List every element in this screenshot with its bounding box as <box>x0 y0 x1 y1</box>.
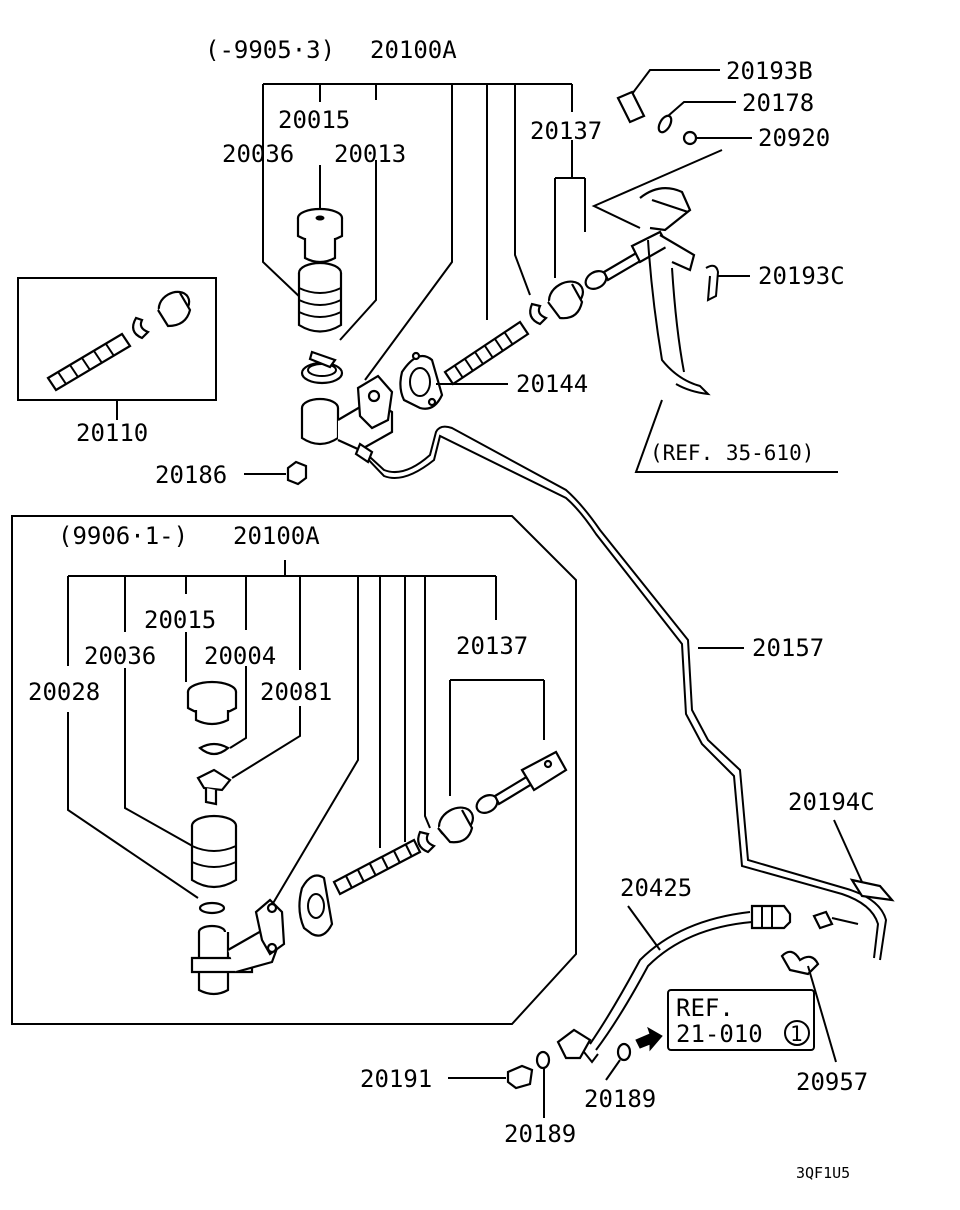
lower-assembly-number: 20100A <box>233 522 320 550</box>
lower-oring-icon <box>198 901 226 915</box>
reservoir-icon <box>297 261 343 333</box>
clutch-pedal-icon <box>639 187 711 396</box>
gasket-b-icon <box>616 1042 632 1062</box>
reservoir-cap-icon <box>296 207 344 264</box>
hose-bracket-label: 20957 <box>796 1068 868 1096</box>
diagram-code: 3QF1U5 <box>796 1164 850 1182</box>
lower-reservoir-icon <box>190 814 238 889</box>
hose-20425-icon <box>556 904 792 1064</box>
tube-20157-inner <box>363 434 880 959</box>
bolt-icon <box>506 1064 534 1090</box>
lower-oring-label: 20028 <box>28 678 100 706</box>
lower-clip-icon <box>196 768 232 806</box>
upper-leader-lines <box>262 83 573 381</box>
bolt-label: 20191 <box>360 1065 432 1093</box>
hose-ref-circle-number: 1 <box>790 1022 803 1046</box>
gasket-b-label: 20189 <box>584 1085 656 1113</box>
lower-clip-label: 20081 <box>260 678 332 706</box>
lower-reservoir-cap-icon <box>186 680 238 726</box>
boot-icon <box>547 280 584 320</box>
hose-bracket-icon <box>780 950 820 976</box>
lower-assembly-frame <box>11 515 577 1025</box>
gasket-icon <box>399 351 444 410</box>
nut-label: 20186 <box>155 461 227 489</box>
upper-assembly-number: 20100A <box>370 36 457 64</box>
upper-clamp-label: 20013 <box>334 140 406 168</box>
kit-piston-icon <box>46 332 132 392</box>
clutch-line: 20157 20194C 20425 20957 REF. 21-010 <box>354 425 895 1148</box>
lower-variant-label: (9906·1-) <box>58 522 188 550</box>
tube-fitting-icon <box>354 442 374 464</box>
pedal-ref-leader <box>634 399 838 473</box>
lower-leader-lines <box>67 560 497 906</box>
pin-icon <box>616 90 646 124</box>
tube-clip-leader <box>833 819 863 883</box>
upper-reservoir-cap-label: 20015 <box>278 106 350 134</box>
lower-diaphragm-label: 20004 <box>204 642 276 670</box>
gasket-label: 20144 <box>516 370 588 398</box>
hose-bracket-leader <box>807 965 837 1063</box>
gasket-a-label: 20189 <box>504 1120 576 1148</box>
pin-label: 20193B <box>726 57 813 85</box>
pin-assembly-leader <box>591 149 723 229</box>
snap-ring-icon <box>529 302 548 326</box>
lower-reservoir-cap-label: 20015 <box>144 606 216 634</box>
clamp-icon <box>300 350 344 385</box>
upper-reservoir-label: 20036 <box>222 140 294 168</box>
lower-diaphragm-icon <box>198 742 230 756</box>
push-rod-bracket <box>554 177 586 278</box>
tube-20157 <box>359 425 888 961</box>
upper-piston-icon <box>443 320 530 386</box>
hose-ref-label-line2: 21-010 <box>676 1020 763 1048</box>
push-rod-icon <box>584 230 670 290</box>
repair-kit-box: 20110 <box>17 277 217 447</box>
bushing-label: 20920 <box>758 124 830 152</box>
direction-arrow-icon <box>635 1026 663 1052</box>
tube-end-fitting-icon <box>812 910 859 930</box>
upper-assembly: (-9905·3) 20100A 20015 20036 20013 20137 <box>155 36 845 489</box>
kit-piston-grooves <box>57 343 115 385</box>
washer-leader <box>667 101 736 117</box>
hose-ref-circle <box>784 1020 810 1046</box>
upper-cylinder-body-icon <box>300 374 394 452</box>
kit-snap-ring-icon <box>131 316 150 340</box>
bushing-icon <box>682 130 698 146</box>
lower-push-rod-bracket <box>449 679 545 796</box>
lower-push-rod-icon <box>475 750 568 814</box>
hose-leader <box>627 905 661 951</box>
pin-leader <box>631 69 720 95</box>
lower-gasket-icon <box>298 874 334 937</box>
gasket-b-leader <box>605 1059 621 1081</box>
hose-label: 20425 <box>620 874 692 902</box>
lower-cylinder-body-icon <box>190 898 286 996</box>
upper-push-rod-label: 20137 <box>530 117 602 145</box>
lower-reservoir-label: 20036 <box>84 642 156 670</box>
hose-ref-label-line1: REF. <box>676 994 734 1022</box>
pedal-ref-label: (REF. 35-610) <box>650 441 814 465</box>
lower-boot-icon <box>437 806 474 844</box>
lower-assembly: (9906·1-) 20100A 20015 20036 20004 20028… <box>11 515 577 1025</box>
upper-variant-label: (-9905·3) <box>205 36 335 64</box>
tube-label: 20157 <box>752 634 824 662</box>
lower-push-rod-label: 20137 <box>456 632 528 660</box>
washer-icon <box>657 114 673 134</box>
tube-clip-icon <box>849 878 895 902</box>
snap-pin-label: 20193C <box>758 262 845 290</box>
kit-boot-icon <box>157 290 192 328</box>
tube-clip-label: 20194C <box>788 788 875 816</box>
lower-snap-ring-icon <box>417 830 436 854</box>
lower-piston-icon <box>332 838 422 896</box>
snap-pin-icon <box>705 264 720 302</box>
washer-label: 20178 <box>742 89 814 117</box>
nut-icon <box>286 460 308 486</box>
gasket-a-icon <box>535 1050 551 1070</box>
hose-ref-box <box>667 989 815 1051</box>
kit-label: 20110 <box>76 419 148 447</box>
